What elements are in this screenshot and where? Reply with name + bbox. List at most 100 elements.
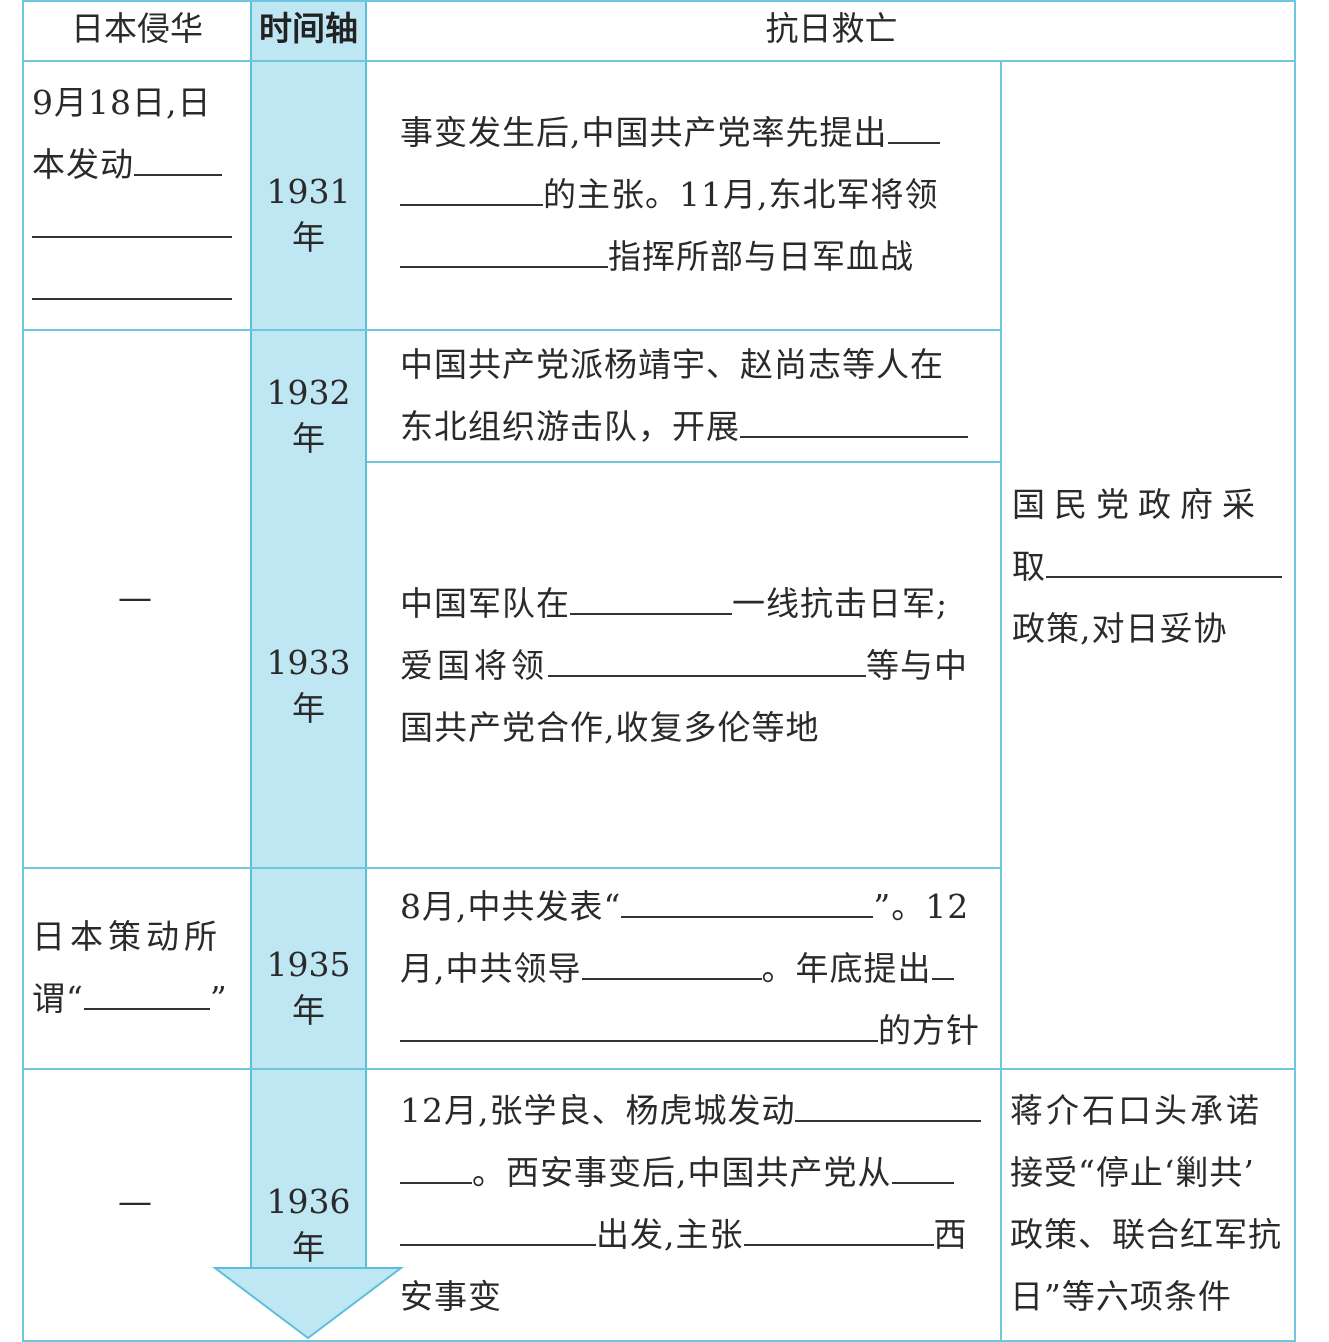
resistance-1935-line1: 8月,中共发表“ ”。12	[400, 876, 995, 938]
blank-field[interactable]	[400, 1148, 472, 1184]
kmt-policy-text2: 取	[1012, 547, 1046, 586]
resistance-1936: 12月,张学良、杨虎城发动 。西安事变后,中国共产党从 出发,主张 西 安事变	[400, 1080, 995, 1328]
year-1936: 1936年	[266, 1182, 351, 1267]
kmt-chiang-line3: 政策、联合红军抗	[1010, 1215, 1282, 1254]
blank-field[interactable]	[621, 882, 874, 918]
invasion-1931-line3	[32, 196, 240, 258]
column-divider-kmt	[1000, 60, 1002, 1342]
blank-field[interactable]	[548, 641, 866, 677]
resistance-1936-text3b: 西	[933, 1215, 968, 1254]
resistance-1932: 中国共产党派杨靖宇、赵尚志等人在 东北组织游击队，开展	[400, 334, 995, 458]
blank-field[interactable]	[400, 232, 608, 268]
blank-field[interactable]	[581, 944, 762, 980]
resistance-1931-line1: 事变发生后,中国共产党率先提出	[400, 102, 995, 164]
row-divider-1935	[22, 1068, 1296, 1070]
blank-field[interactable]	[134, 140, 222, 176]
blank-field[interactable]	[400, 1006, 878, 1042]
invasion-1931: 9月18日,日 本发动	[32, 72, 240, 320]
year-1933: 1933年	[266, 643, 351, 728]
header-divider	[22, 60, 1296, 62]
invasion-1935-line2: 谓“ ”	[32, 968, 240, 1030]
resistance-1932-line2: 东北组织游击队，开展	[400, 396, 995, 458]
kmt-policy-line1: 国民党政府采	[1012, 485, 1264, 524]
header-timeline: 时间轴	[259, 9, 358, 48]
year-1931: 1931年	[266, 172, 351, 257]
kmt-chiang-line1: 蒋介石口头承诺	[1010, 1091, 1262, 1130]
blank-field[interactable]	[570, 579, 732, 615]
kmt-policy-line3: 政策,对日妥协	[1012, 609, 1228, 648]
invasion-1935-line1: 日本策动所	[32, 917, 222, 956]
invasion-1931-line4	[32, 258, 240, 320]
kmt-policy: 国民党政府采 取 政策,对日妥协	[1012, 474, 1288, 660]
resistance-1936-text1: 12月,张学良、杨虎城发动	[400, 1091, 796, 1130]
resistance-1933-text2a: 爱国将领	[400, 646, 548, 685]
table-border-top	[22, 0, 1296, 2]
blank-field[interactable]	[32, 202, 232, 238]
resistance-1931-text3: 指挥所部与日军血战	[608, 237, 914, 276]
resistance-1931-text1: 事变发生后,中国共产党率先提出	[400, 113, 888, 152]
blank-field[interactable]	[83, 974, 210, 1010]
row-divider-1932	[367, 461, 1000, 463]
blank-field[interactable]	[931, 944, 954, 980]
resistance-1935-text1a: 8月,中共发表“	[400, 887, 622, 926]
resistance-1933-line2: 爱国将领 等与中	[400, 635, 995, 697]
invasion-1935-quote-open: 谓“	[32, 979, 84, 1018]
resistance-1935-text2a: 月,中共领导	[400, 949, 582, 988]
blank-field[interactable]	[400, 1210, 596, 1246]
resistance-1931-text2: 的主张。11月,东北军将领	[543, 175, 939, 214]
invasion-1932-1933: —	[118, 578, 152, 618]
blank-field[interactable]	[743, 1210, 934, 1246]
resistance-1936-line4: 安事变	[400, 1277, 502, 1316]
invasion-1931-line1: 9月18日,日	[32, 83, 212, 122]
blank-field[interactable]	[887, 108, 940, 144]
blank-field[interactable]	[891, 1148, 954, 1184]
resistance-1932-line1: 中国共产党派杨靖宇、赵尚志等人在	[400, 345, 944, 384]
resistance-1933-line1: 中国军队在 一线抗击日军;	[400, 573, 995, 635]
resistance-1936-text2: 。西安事变后,中国共产党从	[472, 1153, 892, 1192]
resistance-1935-text1b: ”。12	[873, 887, 970, 926]
invasion-1935: 日本策动所 谓“ ”	[32, 906, 240, 1030]
resistance-1936-line2: 。西安事变后,中国共产党从	[400, 1142, 995, 1204]
table-border-left	[22, 0, 24, 1342]
resistance-1935: 8月,中共发表“ ”。12 月,中共领导 。年底提出 的方针	[400, 876, 995, 1062]
resistance-1936-line1: 12月,张学良、杨虎城发动	[400, 1080, 995, 1142]
resistance-1932-text2: 东北组织游击队，开展	[400, 407, 740, 446]
row-divider-1931	[22, 329, 1000, 331]
resistance-1933-text2b: 等与中	[866, 646, 968, 685]
invasion-1935-quote-close: ”	[209, 979, 228, 1018]
kmt-policy-line2: 取	[1012, 536, 1288, 598]
kmt-chiang-line4: 日”等六项条件	[1010, 1277, 1232, 1316]
blank-field[interactable]	[1046, 542, 1282, 578]
resistance-1931-line2: 的主张。11月,东北军将领	[400, 164, 995, 226]
invasion-1931-line2: 本发动	[32, 134, 240, 196]
year-1932: 1932年	[266, 373, 351, 458]
year-1935: 1935年	[266, 945, 351, 1030]
resistance-1936-line3: 出发,主张 西	[400, 1204, 995, 1266]
resistance-1933-line3: 国共产党合作,收复多伦等地	[400, 708, 820, 747]
kmt-chiang-line2: 接受“停止‘剿共’	[1010, 1153, 1255, 1192]
resistance-1933-text1a: 中国军队在	[400, 584, 570, 623]
table-border-bottom	[22, 1340, 1296, 1342]
blank-field[interactable]	[740, 402, 968, 438]
blank-field[interactable]	[795, 1086, 982, 1122]
header-resistance: 抗日救亡	[765, 9, 898, 48]
timeline-axis-band	[250, 0, 367, 1268]
resistance-1933: 中国军队在 一线抗击日军; 爱国将领 等与中 国共产党合作,收复多伦等地	[400, 573, 995, 759]
invasion-1936: —	[118, 1182, 152, 1222]
resistance-1935-line2: 月,中共领导 。年底提出	[400, 938, 995, 1000]
resistance-1935-text3: 的方针	[878, 1011, 980, 1050]
resistance-1935-line3: 的方针	[400, 1000, 995, 1062]
row-divider-1933	[22, 867, 1000, 869]
resistance-1931: 事变发生后,中国共产党率先提出 的主张。11月,东北军将领 指挥所部与日军血战	[400, 102, 995, 288]
resistance-1936-text3a: 出发,主张	[596, 1215, 744, 1254]
blank-field[interactable]	[32, 264, 232, 300]
blank-field[interactable]	[400, 170, 543, 206]
table-border-right	[1294, 0, 1296, 1342]
resistance-1933-text1b: 一线抗击日军;	[732, 584, 949, 623]
kmt-chiang: 蒋介石口头承诺 接受“停止‘剿共’ 政策、联合红军抗 日”等六项条件	[1010, 1080, 1290, 1328]
invasion-1931-text: 本发动	[32, 145, 134, 184]
header-invasion: 日本侵华	[71, 9, 203, 48]
resistance-1935-text2b: 。年底提出	[761, 949, 932, 988]
